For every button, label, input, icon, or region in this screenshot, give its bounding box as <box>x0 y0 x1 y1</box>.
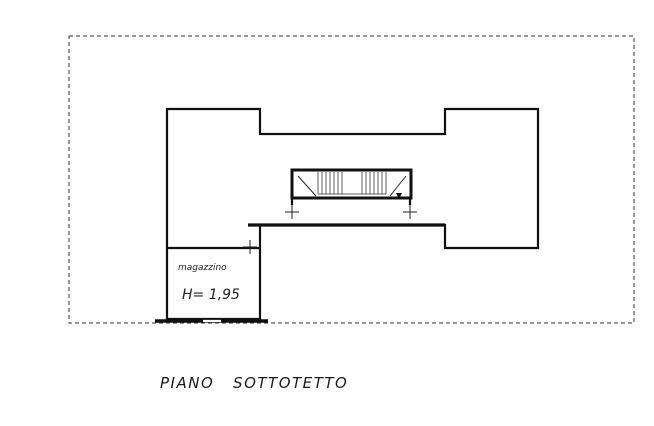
building-outline <box>165 107 540 321</box>
stairwell-wall-stubs <box>290 198 412 205</box>
stair-treads <box>317 172 387 195</box>
plan-title: PIANO SOTTOTETTO <box>160 374 349 392</box>
room-name-label: magazzino <box>178 263 227 273</box>
room-height-label: H= 1,95 <box>182 287 240 303</box>
stairwell <box>290 168 413 200</box>
column-markers <box>243 205 417 254</box>
stair-direction-arrow-icon <box>396 193 402 199</box>
lot-boundary <box>68 35 635 324</box>
stair-diagonals <box>297 175 407 197</box>
